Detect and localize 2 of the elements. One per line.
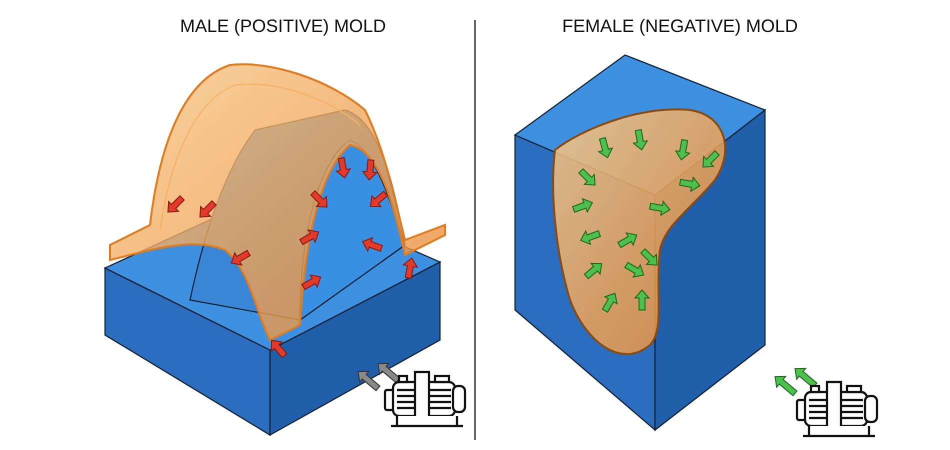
panel-title: FEMALE (NEGATIVE) MOLD	[562, 16, 798, 37]
panel-title: MALE (POSITIVE) MOLD	[180, 16, 386, 37]
